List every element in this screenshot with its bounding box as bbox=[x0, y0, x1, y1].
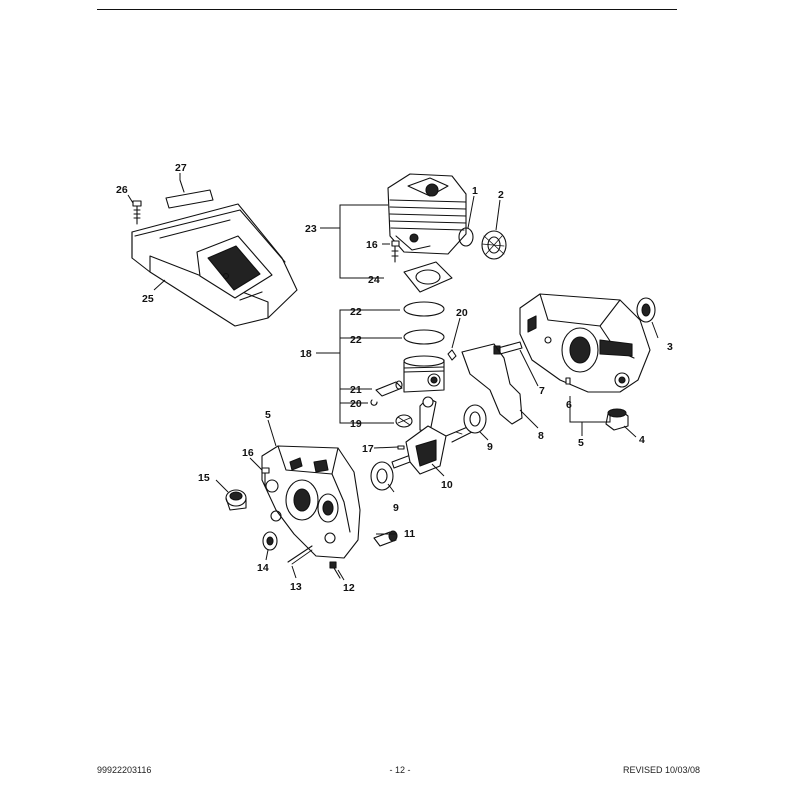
callout-14: 14 bbox=[257, 562, 269, 574]
callout-11: 11 bbox=[404, 528, 415, 540]
left-plug-part bbox=[225, 489, 247, 511]
crankcase-plug-part bbox=[605, 408, 629, 431]
callout-7: 7 bbox=[539, 385, 545, 397]
footer-part-number: 99922203116 bbox=[97, 765, 152, 775]
oil-seal-right bbox=[636, 297, 656, 323]
callout-16-left: 16 bbox=[242, 447, 254, 459]
piston-pin-part bbox=[375, 380, 403, 397]
crankshaft-part bbox=[391, 396, 477, 475]
main-bearing-right bbox=[463, 404, 487, 434]
callout-20-upper: 20 bbox=[456, 307, 468, 319]
callout-8: 8 bbox=[538, 430, 544, 442]
callout-3: 3 bbox=[667, 341, 673, 353]
upper-small-part bbox=[447, 349, 457, 361]
piston-ring-lower bbox=[403, 329, 445, 345]
header-rule bbox=[97, 9, 677, 10]
callout-5-left: 5 bbox=[265, 409, 271, 421]
callout-22-upper: 22 bbox=[350, 306, 362, 318]
cylinder-gasket-part bbox=[403, 261, 453, 293]
decompression-valve-part bbox=[373, 530, 398, 547]
callout-2: 2 bbox=[498, 189, 504, 201]
stud-part bbox=[287, 545, 313, 565]
crankcase-gasket-part bbox=[461, 343, 523, 425]
left-crankcase-part bbox=[261, 445, 361, 559]
callout-21: 21 bbox=[350, 384, 362, 396]
cylinder-bolt-part bbox=[391, 240, 400, 263]
label-plate-part bbox=[165, 179, 214, 209]
callout-9-right: 9 bbox=[487, 441, 493, 453]
callout-27: 27 bbox=[175, 162, 187, 174]
callout-4: 4 bbox=[639, 434, 645, 446]
callout-16-top: 16 bbox=[366, 239, 378, 251]
callout-17: 17 bbox=[362, 443, 374, 455]
callout-23: 23 bbox=[305, 223, 317, 235]
top-cover-part bbox=[131, 203, 298, 327]
footer-page-number: - 12 - bbox=[389, 765, 411, 775]
o-ring-part bbox=[458, 227, 474, 247]
main-bearing-left bbox=[370, 461, 394, 491]
callout-19: 19 bbox=[350, 418, 362, 430]
oil-seal-left bbox=[262, 531, 278, 551]
callout-13: 13 bbox=[290, 581, 302, 593]
small-end-bearing-part bbox=[395, 414, 413, 428]
footer-revised-date: REVISED 10/03/08 bbox=[622, 765, 700, 775]
dowel-pin-part bbox=[565, 377, 571, 385]
callout-6: 6 bbox=[566, 399, 572, 411]
callout-26: 26 bbox=[116, 184, 128, 196]
callout-18: 18 bbox=[300, 348, 312, 360]
piston-ring-upper bbox=[403, 301, 445, 317]
piston-part bbox=[403, 355, 445, 393]
crank-key-part bbox=[397, 445, 405, 450]
callout-12: 12 bbox=[343, 582, 355, 594]
crankcase-bolt-right bbox=[493, 341, 523, 355]
cover-screw-part bbox=[132, 200, 142, 225]
right-crankcase-part bbox=[519, 293, 651, 393]
bolt-12-part bbox=[329, 561, 341, 579]
callout-15: 15 bbox=[198, 472, 210, 484]
callout-25: 25 bbox=[142, 293, 154, 305]
callout-24: 24 bbox=[368, 274, 380, 286]
piston-circlip-part bbox=[370, 399, 378, 406]
callout-22-lower: 22 bbox=[350, 334, 362, 346]
callout-20-lower: 20 bbox=[350, 398, 362, 410]
cylinder-part bbox=[387, 173, 467, 255]
callout-1: 1 bbox=[472, 185, 478, 197]
callout-9-left: 9 bbox=[393, 502, 399, 514]
callout-5-right: 5 bbox=[578, 437, 584, 449]
needle-bearing-part bbox=[481, 230, 507, 260]
leader-lines bbox=[127, 173, 659, 581]
callout-labels: 27 26 25 23 1 2 16 24 22 22 18 21 20 19 … bbox=[116, 162, 673, 594]
crankcase-bolt-left bbox=[261, 467, 270, 487]
callout-10: 10 bbox=[441, 479, 453, 491]
